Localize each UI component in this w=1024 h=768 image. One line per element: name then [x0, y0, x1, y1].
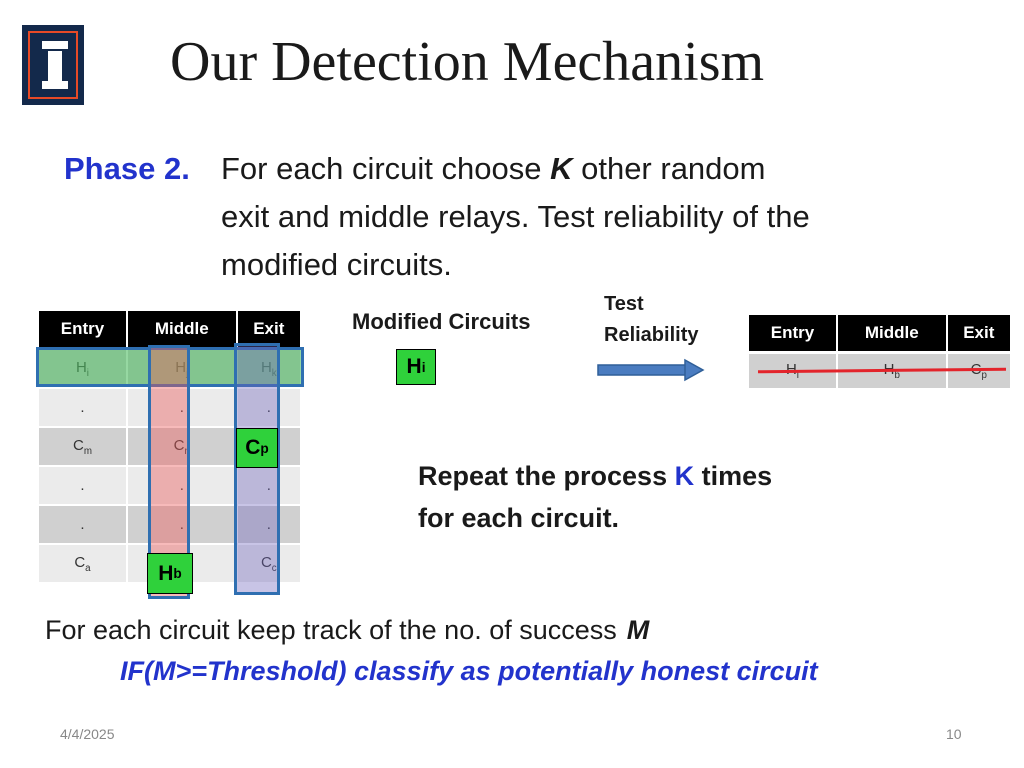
- phase-description-line-3: modified circuits.: [221, 247, 452, 282]
- logo-stem: [48, 51, 62, 81]
- logo-border: [28, 31, 78, 99]
- modified-circuits-label: Modified Circuits: [352, 309, 531, 334]
- table-cell: Cm: [39, 428, 126, 467]
- slide-title: Our Detection Mechanism: [170, 31, 765, 93]
- phase-description-line-2: exit and middle relays. Test reliability…: [221, 199, 810, 234]
- exit-column-highlight: [234, 343, 280, 595]
- table-cell: .: [39, 467, 126, 506]
- footer-date: 4/4/2025: [60, 726, 115, 742]
- test-reliability-label: Test Reliability: [604, 289, 698, 351]
- header-entry: Entry: [39, 311, 126, 350]
- table-cell: .: [127, 389, 236, 428]
- page-number: 10: [946, 726, 962, 742]
- table-cell: Cc: [237, 545, 300, 584]
- table-cell: Ca: [39, 545, 126, 584]
- circuit-table-header: Entry Middle Exit: [39, 311, 300, 350]
- logo-bottom-bar: [42, 81, 68, 89]
- keep-track-text: For each circuit keep track of the no. o…: [45, 615, 650, 645]
- table-cell: .: [127, 467, 236, 506]
- table-row: . . .: [39, 389, 300, 428]
- table-cell: .: [39, 389, 126, 428]
- test-label-line-2: Reliability: [604, 324, 699, 346]
- phase-k-symbol: K: [550, 151, 573, 186]
- header-middle: Middle: [127, 311, 236, 350]
- table-cell: .: [237, 389, 300, 428]
- right-arrow-icon: [597, 358, 705, 382]
- phase-description-line-1: For each circuit choose K other random: [221, 151, 765, 187]
- header-exit: Exit: [947, 315, 1010, 354]
- table-cell: .: [237, 467, 300, 506]
- university-logo: [22, 25, 84, 105]
- logo-top-bar: [42, 41, 68, 49]
- table-cell: .: [127, 506, 236, 545]
- repeat-k-symbol: K: [674, 461, 695, 491]
- selected-circuit-row-highlight: [36, 347, 304, 387]
- threshold-rule: IF(M>=Threshold) classify as potentially…: [120, 656, 818, 686]
- repeat-instruction-line-1: Repeat the process K times: [418, 461, 773, 491]
- repeat-instruction-line-2: for each circuit.: [418, 503, 620, 533]
- table-row: . . .: [39, 467, 300, 506]
- tested-circuit-table: Entry Middle Exit Hi Hb Cp: [747, 315, 1012, 390]
- phase-line1-pre: For each circuit choose: [221, 151, 551, 186]
- table-cell: .: [39, 506, 126, 545]
- header-middle: Middle: [837, 315, 946, 354]
- table-cell: Cp: [947, 354, 1010, 390]
- table-row: . . .: [39, 506, 300, 545]
- test-label-line-1: Test: [604, 293, 644, 315]
- success-count-symbol: M: [626, 615, 650, 645]
- header-entry: Entry: [749, 315, 836, 354]
- tested-table-header: Entry Middle Exit: [749, 315, 1010, 354]
- table-cell: .: [237, 506, 300, 545]
- phase-label: Phase 2.: [64, 151, 190, 186]
- phase-line1-post: other random: [572, 151, 766, 186]
